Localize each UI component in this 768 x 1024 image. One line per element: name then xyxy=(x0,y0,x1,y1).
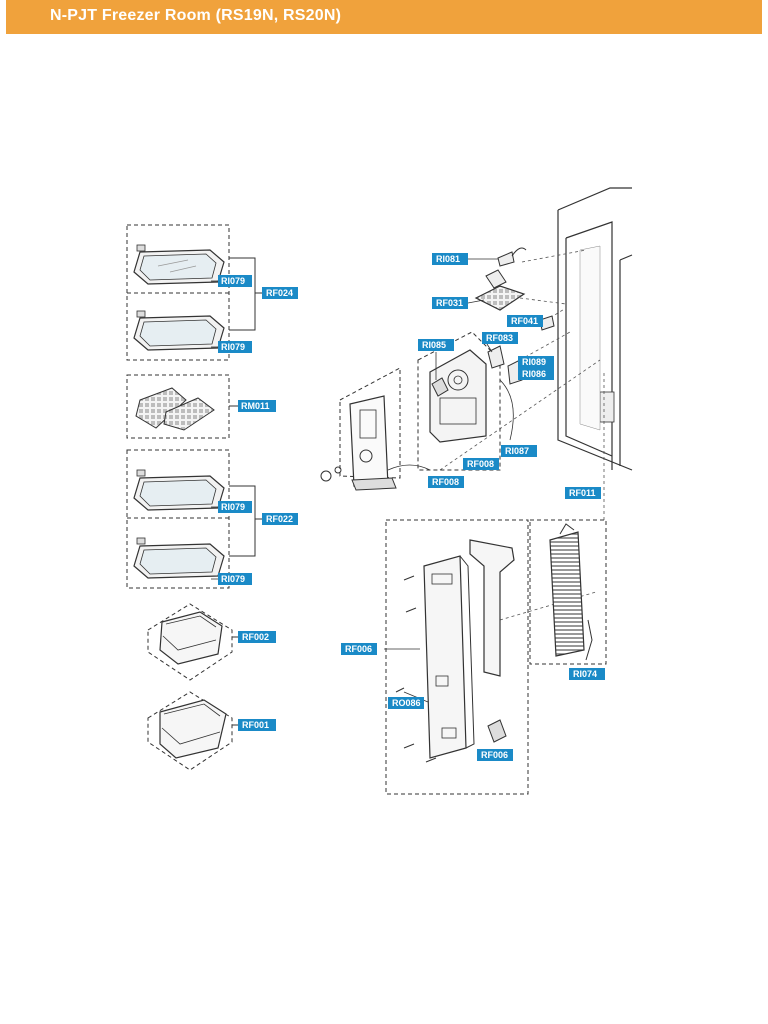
svg-text:RF031: RF031 xyxy=(436,298,463,308)
label-rf031: RF031 xyxy=(432,297,468,309)
label-rf008-outer: RF008 xyxy=(428,476,464,488)
svg-text:RF001: RF001 xyxy=(242,720,269,730)
label-ri079-2: RI079 xyxy=(218,341,252,353)
label-rf024: RF024 xyxy=(262,287,298,299)
svg-text:RI079: RI079 xyxy=(221,502,245,512)
label-rf083: RF083 xyxy=(482,332,518,344)
label-ri074: RI074 xyxy=(569,668,605,680)
svg-text:RF024: RF024 xyxy=(266,288,293,298)
label-ri089: RI089 xyxy=(518,356,554,368)
label-ri086: RI086 xyxy=(518,368,554,380)
svg-text:RF041: RF041 xyxy=(511,316,538,326)
label-rf006-bottom: RF006 xyxy=(477,749,513,761)
label-ri079-1: RI079 xyxy=(218,275,252,287)
svg-text:RI079: RI079 xyxy=(221,276,245,286)
label-ri087: RI087 xyxy=(501,445,537,457)
ice-tray-group-rm011 xyxy=(126,374,238,439)
svg-text:RF006: RF006 xyxy=(481,750,508,760)
shelf-group-rf024 xyxy=(126,224,262,361)
svg-text:RF008: RF008 xyxy=(467,459,494,469)
svg-text:RI086: RI086 xyxy=(522,369,546,379)
svg-text:RI085: RI085 xyxy=(422,340,446,350)
page-title: N-PJT Freezer Room (RS19N, RS20N) xyxy=(50,7,342,24)
label-rf041: RF041 xyxy=(507,315,543,327)
svg-text:RF011: RF011 xyxy=(569,488,596,498)
svg-text:RF008: RF008 xyxy=(432,477,459,487)
label-rf006-left: RF006 xyxy=(341,643,377,655)
label-ri079-3: RI079 xyxy=(218,501,252,513)
evaporator-rf011 xyxy=(529,519,607,665)
label-ro086: RO086 xyxy=(388,697,424,709)
label-rf001: RF001 xyxy=(238,719,276,731)
drawer-rf002 xyxy=(147,603,238,681)
svg-text:RI079: RI079 xyxy=(221,342,245,352)
fan-cover-assembly xyxy=(320,331,523,491)
page-header: N-PJT Freezer Room (RS19N, RS20N) xyxy=(6,0,762,34)
svg-text:RO086: RO086 xyxy=(392,698,421,708)
label-ri081: RI081 xyxy=(432,253,468,265)
label-rf022: RF022 xyxy=(262,513,298,525)
label-rf008-inner: RF008 xyxy=(463,458,499,470)
freezer-cabinet xyxy=(557,187,633,471)
label-rf011: RF011 xyxy=(565,487,601,499)
svg-text:RF002: RF002 xyxy=(242,632,269,642)
svg-text:RF022: RF022 xyxy=(266,514,293,524)
svg-text:RI079: RI079 xyxy=(221,574,245,584)
evaporator-cover-rf006 xyxy=(385,519,529,795)
svg-text:RI087: RI087 xyxy=(505,446,529,456)
svg-text:RI089: RI089 xyxy=(522,357,546,367)
label-rm011: RM011 xyxy=(238,400,276,412)
svg-text:RF083: RF083 xyxy=(486,333,513,343)
label-ri079-4: RI079 xyxy=(218,573,252,585)
svg-text:RM011: RM011 xyxy=(241,401,270,411)
label-rf002: RF002 xyxy=(238,631,276,643)
svg-text:RF006: RF006 xyxy=(345,644,372,654)
drawer-rf001 xyxy=(147,691,238,771)
label-ri085: RI085 xyxy=(418,339,454,351)
sensor-and-cover xyxy=(474,247,555,331)
shelf-group-rf022 xyxy=(126,449,262,589)
svg-text:RI074: RI074 xyxy=(573,669,597,679)
svg-text:RI081: RI081 xyxy=(436,254,460,264)
leader-lines xyxy=(439,249,605,621)
